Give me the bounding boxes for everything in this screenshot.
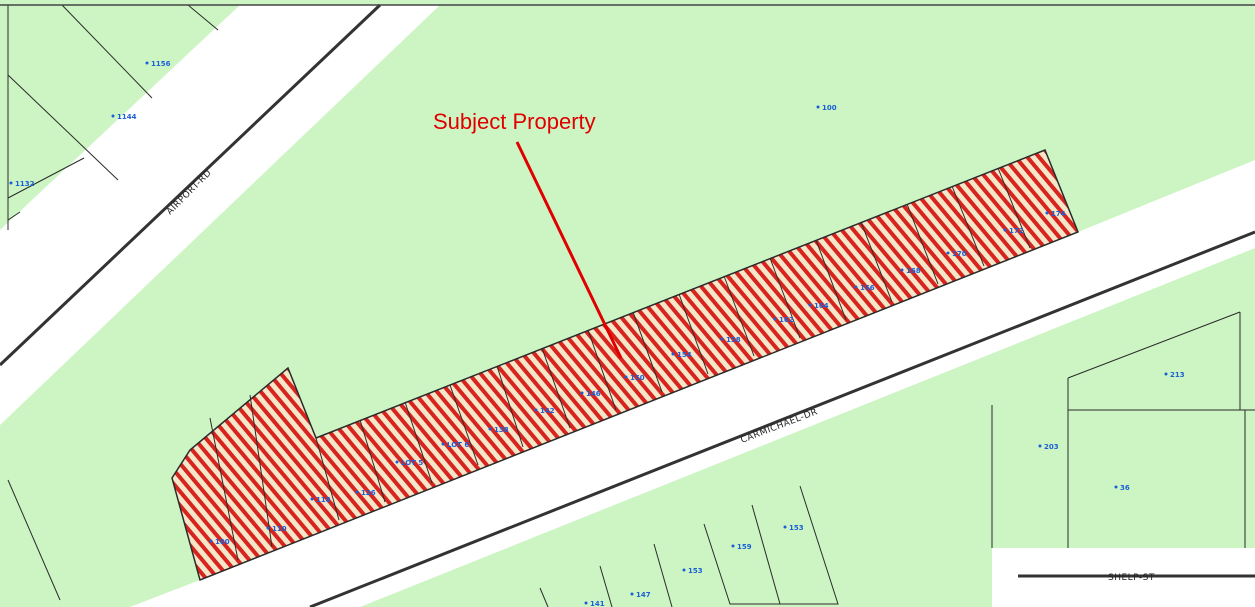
address-label[interactable]: 1144 xyxy=(111,113,137,121)
parcel-lines-east xyxy=(991,311,1255,548)
svg-text:142: 142 xyxy=(540,407,555,415)
svg-text:1144: 1144 xyxy=(117,113,137,121)
svg-text:1132: 1132 xyxy=(15,180,35,188)
svg-text:141: 141 xyxy=(590,600,605,607)
subject-lot-lines xyxy=(209,167,1031,561)
address-labels: 1156 1144 1132 100 174 172 170 168 166 1… xyxy=(9,60,1185,607)
address-label[interactable]: 36 xyxy=(1114,484,1130,492)
address-label[interactable]: 213 xyxy=(1164,371,1185,379)
svg-text:154: 154 xyxy=(677,351,692,359)
svg-text:100: 100 xyxy=(215,538,230,546)
svg-text:LOT 5: LOT 5 xyxy=(401,459,423,467)
svg-text:100: 100 xyxy=(822,104,837,112)
svg-text:213: 213 xyxy=(1170,371,1185,379)
address-label[interactable]: 159 xyxy=(731,543,752,551)
address-label[interactable]: 118 xyxy=(310,496,331,504)
airport-rd-right-of-way xyxy=(0,5,440,425)
subject-property[interactable] xyxy=(171,149,1079,582)
svg-text:153: 153 xyxy=(688,567,703,575)
address-label[interactable]: 100 xyxy=(209,538,230,546)
subject-property-callout: Subject Property xyxy=(433,109,596,134)
svg-text:172: 172 xyxy=(1009,227,1024,235)
svg-text:1156: 1156 xyxy=(151,60,171,68)
svg-text:110: 110 xyxy=(272,525,287,533)
address-label[interactable]: 166 xyxy=(854,284,875,292)
address-label[interactable]: 141 xyxy=(584,600,605,607)
svg-text:203: 203 xyxy=(1044,443,1059,451)
svg-text:LOT 6: LOT 6 xyxy=(447,441,469,449)
callout-pointer xyxy=(515,141,623,359)
svg-text:36: 36 xyxy=(1120,484,1130,492)
airport-rd-centerline xyxy=(0,3,382,367)
svg-text:147: 147 xyxy=(636,591,651,599)
svg-text:150: 150 xyxy=(630,374,645,382)
svg-text:153: 153 xyxy=(789,524,804,532)
address-label[interactable]: 100 xyxy=(816,104,837,112)
svg-text:168: 168 xyxy=(906,267,921,275)
address-label[interactable]: 162 xyxy=(773,316,794,324)
parcel-lines-south xyxy=(7,479,839,607)
svg-text:164: 164 xyxy=(814,302,829,310)
carmichael-dr-centerline xyxy=(309,230,1255,607)
subject-property-parcel[interactable] xyxy=(171,149,1079,582)
address-label[interactable]: 168 xyxy=(900,267,921,275)
address-label[interactable]: 1156 xyxy=(145,60,171,68)
svg-text:174: 174 xyxy=(1051,210,1066,218)
address-label[interactable]: 142 xyxy=(534,407,555,415)
svg-text:126: 126 xyxy=(361,489,376,497)
address-label[interactable]: 110 xyxy=(266,525,287,533)
parcel-lines-northwest xyxy=(7,4,219,230)
svg-text:138: 138 xyxy=(494,426,509,434)
svg-text:118: 118 xyxy=(316,496,331,504)
address-label[interactable]: 1132 xyxy=(9,180,35,188)
address-label[interactable]: 153 xyxy=(682,567,703,575)
address-label[interactable]: LOT 5 xyxy=(395,459,424,467)
svg-text:166: 166 xyxy=(860,284,875,292)
address-label[interactable]: 170 xyxy=(946,250,967,258)
address-label[interactable]: 126 xyxy=(355,489,376,497)
svg-text:159: 159 xyxy=(737,543,752,551)
address-label[interactable]: 174 xyxy=(1045,210,1066,218)
address-label[interactable]: 146 xyxy=(580,390,601,398)
address-label[interactable]: 138 xyxy=(488,426,509,434)
address-label[interactable]: 150 xyxy=(624,374,645,382)
address-label[interactable]: LOT 6 xyxy=(441,441,470,449)
address-label[interactable]: 203 xyxy=(1038,443,1059,451)
address-label[interactable]: 172 xyxy=(1003,227,1024,235)
address-label[interactable]: 164 xyxy=(808,302,829,310)
address-label[interactable]: 158 xyxy=(720,336,741,344)
svg-text:158: 158 xyxy=(726,336,741,344)
address-label[interactable]: 154 xyxy=(671,351,692,359)
svg-text:146: 146 xyxy=(586,390,601,398)
address-label[interactable]: 147 xyxy=(630,591,651,599)
address-label[interactable]: 153 xyxy=(783,524,804,532)
road-label-shelp-st: SHELP-ST xyxy=(1108,573,1155,583)
svg-text:170: 170 xyxy=(952,250,967,258)
svg-text:162: 162 xyxy=(779,316,794,324)
